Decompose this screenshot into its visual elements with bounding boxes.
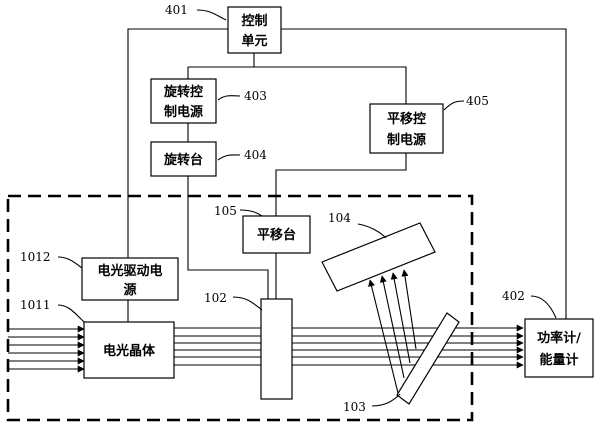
rotation-power-block: 旋转控 制电源 bbox=[150, 78, 217, 124]
ref-1011: 1011 bbox=[20, 298, 51, 312]
control-unit-line1: 控制 bbox=[241, 13, 267, 29]
ref-102: 102 bbox=[204, 291, 227, 305]
element-103 bbox=[396, 312, 460, 405]
element-102 bbox=[260, 298, 293, 400]
power-meter-block: 功率计/ 能量计 bbox=[524, 318, 594, 378]
reflected-beams bbox=[368, 269, 417, 394]
ref-1012: 1012 bbox=[20, 250, 51, 264]
dashed-enclosure bbox=[6, 194, 474, 422]
rotation-stage-block: 旋转台 bbox=[150, 141, 217, 177]
eo-crystal-label: 电光晶体 bbox=[103, 343, 156, 359]
ref-404: 404 bbox=[244, 148, 267, 162]
ref-103: 103 bbox=[343, 400, 366, 414]
eo-driver-line1: 电光驱动电 bbox=[97, 263, 162, 279]
output-beams bbox=[174, 324, 524, 369]
power-meter-line1: 功率计/ bbox=[537, 330, 581, 346]
translation-power-line2: 制电源 bbox=[387, 132, 426, 148]
translation-power-line1: 平移控 bbox=[387, 111, 426, 127]
control-unit-block: 控制 单元 bbox=[227, 6, 282, 54]
input-beams bbox=[8, 325, 85, 373]
rotation-power-line2: 制电源 bbox=[164, 104, 203, 120]
eo-driver-line2: 源 bbox=[123, 282, 136, 298]
ref-105: 105 bbox=[214, 204, 237, 218]
wiring bbox=[127, 28, 567, 322]
ref-402: 402 bbox=[502, 289, 525, 303]
power-meter-line2: 能量计 bbox=[539, 352, 578, 368]
translation-stage-block: 平移台 bbox=[242, 215, 311, 254]
translation-power-block: 平移控 制电源 bbox=[369, 103, 444, 154]
eo-driver-block: 电光驱动电 源 bbox=[81, 257, 179, 301]
ref-405: 405 bbox=[466, 94, 489, 108]
rotation-stage-label: 旋转台 bbox=[163, 152, 203, 168]
eo-crystal-block: 电光晶体 bbox=[83, 321, 175, 379]
rotation-power-line1: 旋转控 bbox=[163, 84, 203, 100]
element-104 bbox=[321, 222, 436, 292]
control-unit-line2: 单元 bbox=[241, 33, 267, 49]
ref-104: 104 bbox=[328, 211, 351, 225]
ref-401: 401 bbox=[165, 3, 188, 17]
translation-stage-label: 平移台 bbox=[257, 227, 296, 243]
ref-403: 403 bbox=[244, 89, 267, 103]
